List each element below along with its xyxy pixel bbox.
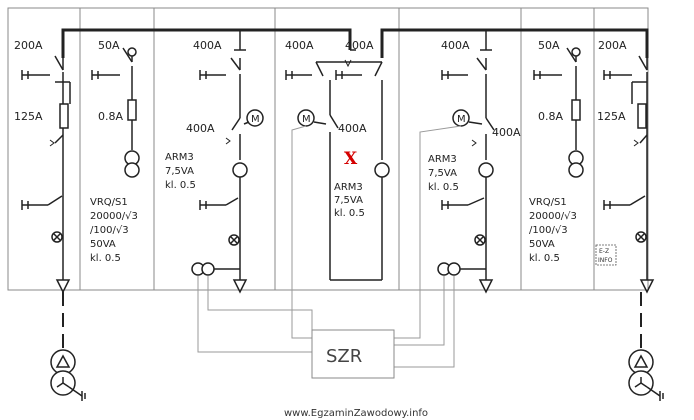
cell-4-ct-line: 7,5VA xyxy=(334,195,363,206)
cell-1-rating: 200A xyxy=(14,39,43,52)
cell-5-ct-line: kl. 0.5 xyxy=(428,182,459,193)
cell-2 xyxy=(91,47,140,178)
cell-4-ct-line: kl. 0.5 xyxy=(334,208,365,219)
cell-4-breaker: 400A xyxy=(338,122,367,135)
cell-2-vt-line: 50VA xyxy=(90,239,116,250)
fault-marker: X xyxy=(344,149,358,169)
cell-4-rating-left: 400A xyxy=(285,39,314,52)
transformer-left xyxy=(50,349,86,401)
control-wiring xyxy=(197,125,462,368)
cell-4-rating-right: 400A xyxy=(345,39,374,52)
szr-controller: SZR xyxy=(311,329,395,379)
cell-6-vt-spec: VRQ/S1 20000/√3 /100/√3 50VA kl. 0.5 xyxy=(529,197,577,264)
cell-4 xyxy=(285,49,390,281)
cell-2-vt-line: kl. 0.5 xyxy=(90,253,121,264)
cell-2-fuse: 0.8A xyxy=(98,110,123,123)
transformer-right xyxy=(628,349,664,401)
cell-7 xyxy=(603,55,655,294)
cell-3-breaker: 400A xyxy=(186,122,215,135)
cell-6-vt-line: kl. 0.5 xyxy=(529,253,560,264)
switchgear-frame xyxy=(7,7,649,291)
cell-3-ct-spec: ARM3 7,5VA kl. 0.5 xyxy=(165,152,196,191)
info-badge-line: E-Z xyxy=(599,248,609,255)
info-badge: E-Z INFO xyxy=(595,244,617,266)
cell-3 xyxy=(191,30,264,294)
cell-4-ct-line: ARM3 xyxy=(334,182,363,193)
cell-5 xyxy=(437,30,495,294)
cell-6-vt-line: /100/√3 xyxy=(529,225,568,236)
cell-1-fuse: 125A xyxy=(14,110,43,123)
cell-5-motor: M xyxy=(457,114,466,125)
cell-3-rating: 400A xyxy=(193,39,222,52)
cell-5-ct-line: 7,5VA xyxy=(428,168,457,179)
cell-7-rating: 200A xyxy=(598,39,627,52)
cell-2-vt-spec: VRQ/S1 20000/√3 /100/√3 50VA kl. 0.5 xyxy=(90,197,138,264)
cell-5-ct-line: ARM3 xyxy=(428,154,457,165)
cell-6-vt-line: VRQ/S1 xyxy=(529,197,567,208)
cell-3-ct-line: ARM3 xyxy=(165,152,194,163)
cell-6-fuse: 0.8A xyxy=(538,110,563,123)
cell-5-breaker: 400A xyxy=(492,126,521,139)
cell-3-ct-line: kl. 0.5 xyxy=(165,180,196,191)
cell-6 xyxy=(533,47,584,178)
cell-3-motor: M xyxy=(251,114,260,125)
cell-4-motor: M xyxy=(302,114,311,125)
cell-5-rating: 400A xyxy=(441,39,470,52)
cell-7-fuse: 125A xyxy=(597,110,626,123)
cell-2-rating: 50A xyxy=(98,39,120,52)
cell-1 xyxy=(21,55,71,294)
cell-3-ct-line: 7,5VA xyxy=(165,166,194,177)
cell-2-vt-line: /100/√3 xyxy=(90,225,129,236)
cell-4-ct-spec: ARM3 7,5VA kl. 0.5 xyxy=(334,182,365,219)
feeder-lines xyxy=(62,292,642,350)
cell-6-vt-line: 20000/√3 xyxy=(529,211,577,222)
info-badge-line: INFO xyxy=(598,257,613,264)
cell-2-vt-line: VRQ/S1 xyxy=(90,197,128,208)
cell-5-ct-spec: ARM3 7,5VA kl. 0.5 xyxy=(428,154,459,193)
cell-2-vt-line: 20000/√3 xyxy=(90,211,138,222)
szr-label: SZR xyxy=(326,346,362,367)
cell-6-vt-line: 50VA xyxy=(529,239,555,250)
busbar xyxy=(61,28,649,58)
footer-text: www.EgzaminZawodowy.info xyxy=(284,408,428,419)
cell-6-rating: 50A xyxy=(538,39,560,52)
